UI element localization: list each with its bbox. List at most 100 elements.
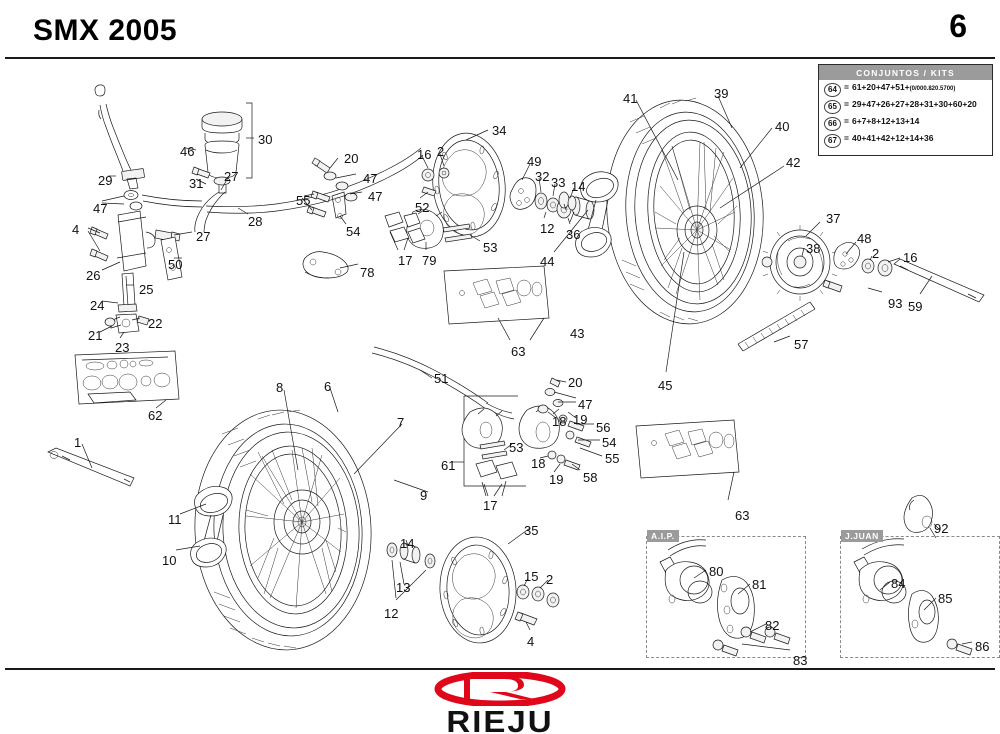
page-footer: RIEJU bbox=[0, 670, 1000, 734]
part-callout-47: 47 bbox=[363, 171, 378, 186]
rear-wheel-assembly bbox=[558, 97, 764, 325]
part-callout-17: 17 bbox=[483, 498, 498, 513]
part-callout-47: 47 bbox=[368, 189, 383, 204]
part-callout-27: 27 bbox=[224, 169, 239, 184]
part-callout-4: 4 bbox=[527, 634, 535, 649]
upper-hardware-group bbox=[306, 157, 358, 219]
page-header: SMX 2005 6 bbox=[0, 0, 1000, 58]
part-callout-54: 54 bbox=[346, 224, 361, 239]
part-callout-15: 15 bbox=[524, 569, 539, 584]
part-callout-78: 78 bbox=[360, 265, 375, 280]
kit-row: 65 = 29+47+26+27+28+31+30+60+20 bbox=[824, 99, 988, 114]
part-callout-54: 54 bbox=[602, 435, 617, 450]
kit-equals: = bbox=[844, 99, 849, 109]
rieju-oval-mark bbox=[434, 670, 566, 708]
part-callout-38: 38 bbox=[806, 241, 821, 256]
part-callout-32: 32 bbox=[535, 169, 550, 184]
kit-value-main: 61+20+47+51+ bbox=[851, 82, 910, 92]
part-callout-52: 52 bbox=[415, 200, 430, 215]
part-callout-46: 46 bbox=[180, 144, 195, 159]
part-callout-2: 2 bbox=[437, 144, 445, 159]
part-callout-41: 41 bbox=[623, 91, 638, 106]
part-callout-50: 50 bbox=[168, 257, 183, 272]
part-callout-53: 53 bbox=[483, 240, 498, 255]
kit-number: 65 bbox=[824, 100, 841, 114]
part-callout-93: 93 bbox=[888, 296, 903, 311]
kit-equals: = bbox=[844, 133, 849, 143]
part-callout-2: 2 bbox=[872, 246, 880, 261]
part-callout-19: 19 bbox=[573, 412, 588, 427]
supplier-tag-aip: A.I.P. bbox=[647, 530, 679, 542]
part-callout-17: 17 bbox=[398, 253, 413, 268]
pad-kit-63 bbox=[443, 265, 550, 341]
kit-equals: = bbox=[844, 82, 849, 92]
part-callout-39: 39 bbox=[714, 86, 729, 101]
page-number: 6 bbox=[949, 8, 967, 44]
part-callout-40: 40 bbox=[775, 119, 790, 134]
kits-legend-body: 64 = 61+20+47+51+(0/000.820.5700) 65 = 2… bbox=[819, 80, 992, 155]
bracket-78 bbox=[302, 251, 349, 279]
kit-number: 67 bbox=[824, 134, 841, 148]
kit-row: 64 = 61+20+47+51+(0/000.820.5700) bbox=[824, 82, 988, 97]
part-callout-20: 20 bbox=[568, 375, 583, 390]
part-callout-63: 63 bbox=[735, 508, 750, 523]
rieju-r-icon bbox=[434, 670, 566, 708]
part-callout-53: 53 bbox=[509, 440, 524, 455]
part-callout-31: 31 bbox=[189, 176, 204, 191]
part-callout-43: 43 bbox=[570, 326, 585, 341]
seal-kit-62 bbox=[74, 350, 180, 405]
part-callout-92: 92 bbox=[934, 521, 949, 536]
part-callout-48: 48 bbox=[857, 231, 872, 246]
part-callout-61: 61 bbox=[441, 458, 456, 473]
part-callout-62: 62 bbox=[148, 408, 163, 423]
header-divider bbox=[5, 57, 995, 59]
part-callout-49: 49 bbox=[527, 154, 542, 169]
part-callout-47: 47 bbox=[93, 201, 108, 216]
part-callout-14: 14 bbox=[400, 536, 415, 551]
part-callout-27: 27 bbox=[196, 229, 211, 244]
kit-value: 40+41+42+12+14+36 bbox=[851, 133, 934, 143]
part-callout-24: 24 bbox=[90, 298, 105, 313]
part-callout-19: 19 bbox=[549, 472, 564, 487]
part-callout-86: 86 bbox=[975, 639, 990, 654]
part-callout-16: 16 bbox=[417, 147, 432, 162]
part-callout-14: 14 bbox=[571, 179, 586, 194]
part-callout-42: 42 bbox=[786, 155, 801, 170]
part-callout-36: 36 bbox=[566, 227, 581, 242]
part-callout-83: 83 bbox=[793, 653, 808, 668]
part-callout-35: 35 bbox=[524, 523, 539, 538]
kits-legend-box: CONJUNTOS / KITS 64 = 61+20+47+51+(0/000… bbox=[818, 64, 993, 156]
part-callout-1: 1 bbox=[74, 435, 82, 450]
part-callout-12: 12 bbox=[384, 606, 399, 621]
front-wheel-assembly bbox=[190, 409, 372, 651]
brand-logo: RIEJU bbox=[385, 670, 615, 734]
part-callout-45: 45 bbox=[658, 378, 673, 393]
kit-number: 64 bbox=[824, 83, 841, 97]
kit-value-sub: (0/000.820.5700) bbox=[909, 86, 956, 92]
front-brake-disc-34 bbox=[421, 132, 506, 238]
part-callout-22: 22 bbox=[148, 316, 163, 331]
rear-brake-disc-35 bbox=[439, 536, 560, 644]
part-callout-84: 84 bbox=[891, 576, 906, 591]
brand-wordmark: RIEJU bbox=[446, 704, 554, 734]
part-callout-25: 25 bbox=[139, 282, 154, 297]
kits-legend-title: CONJUNTOS / KITS bbox=[819, 65, 992, 80]
part-callout-56: 56 bbox=[596, 420, 611, 435]
part-callout-18: 18 bbox=[552, 414, 567, 429]
part-callout-10: 10 bbox=[162, 553, 177, 568]
part-callout-8: 8 bbox=[276, 380, 284, 395]
part-callout-23: 23 bbox=[115, 340, 130, 355]
part-callout-82: 82 bbox=[765, 618, 780, 633]
part-callout-51: 51 bbox=[434, 371, 449, 386]
part-callout-37: 37 bbox=[826, 211, 841, 226]
part-callout-9: 9 bbox=[420, 488, 428, 503]
part-callout-28: 28 bbox=[248, 214, 263, 229]
kit-equals: = bbox=[844, 116, 849, 126]
part-callout-58: 58 bbox=[583, 470, 598, 485]
part-callout-12: 12 bbox=[540, 221, 555, 236]
leader-lines bbox=[81, 95, 973, 651]
kit-value: 6+7+8+12+13+14 bbox=[851, 116, 920, 126]
part-callout-44: 44 bbox=[540, 254, 555, 269]
part-callout-34: 34 bbox=[492, 123, 507, 138]
